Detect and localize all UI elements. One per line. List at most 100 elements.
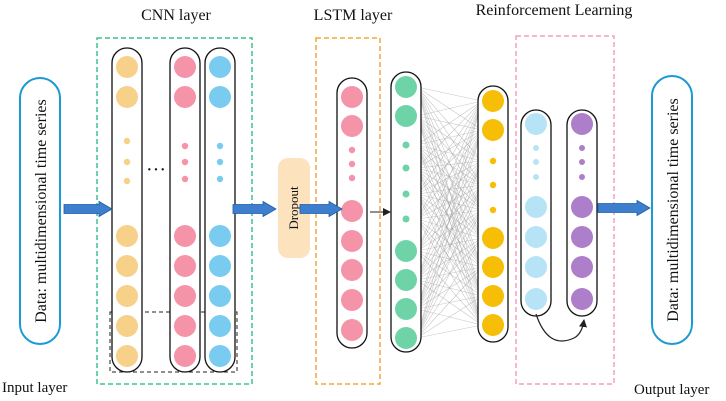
neuron bbox=[209, 345, 231, 367]
neuron bbox=[341, 200, 363, 222]
neuron bbox=[395, 105, 417, 127]
connection-line bbox=[416, 144, 483, 297]
neuron bbox=[395, 298, 417, 320]
lstm-region-box bbox=[315, 37, 381, 385]
neuron-dot bbox=[402, 190, 410, 198]
connection-line bbox=[416, 167, 483, 186]
neuron bbox=[395, 327, 417, 349]
neuron-dot bbox=[533, 159, 539, 165]
neuron bbox=[341, 230, 363, 252]
neuron bbox=[174, 86, 196, 108]
connection-line bbox=[416, 129, 483, 169]
connection-line bbox=[416, 144, 483, 186]
neuron-dot bbox=[402, 215, 410, 223]
neuron-dot bbox=[579, 174, 585, 180]
connection-line bbox=[416, 129, 483, 339]
lstm-layer-title: LSTM layer bbox=[314, 7, 393, 24]
neuron-dot bbox=[579, 159, 585, 165]
neuron-dot bbox=[348, 174, 356, 182]
connection-line bbox=[416, 218, 483, 239]
cnn-column-1 bbox=[111, 47, 143, 373]
neuron bbox=[571, 256, 593, 278]
connection-line bbox=[416, 115, 483, 162]
cnn-column-3 bbox=[204, 47, 236, 373]
connection-line bbox=[416, 100, 483, 146]
rl-to-output-arrow bbox=[597, 199, 651, 217]
neuron bbox=[395, 76, 417, 98]
neuron bbox=[209, 225, 231, 247]
lstm-column bbox=[336, 77, 368, 349]
neuron-dot bbox=[216, 142, 224, 150]
connection-line bbox=[416, 218, 483, 297]
neuron bbox=[116, 86, 138, 108]
neuron-dot bbox=[123, 137, 131, 145]
rl-title: Reinforcement Learning bbox=[476, 2, 633, 19]
neuron bbox=[209, 86, 231, 108]
fully-connected-lines bbox=[416, 86, 483, 339]
connection-line bbox=[416, 115, 483, 239]
connection-line bbox=[416, 193, 483, 239]
neuron bbox=[571, 226, 593, 248]
connection-line bbox=[416, 184, 483, 220]
connection-line bbox=[416, 167, 483, 268]
neuron bbox=[116, 225, 138, 247]
connection-line bbox=[416, 86, 483, 186]
neuron bbox=[525, 288, 547, 310]
connection-line bbox=[416, 167, 483, 326]
connection-line bbox=[416, 100, 483, 117]
connection-line bbox=[416, 167, 483, 239]
neuron bbox=[341, 319, 363, 341]
input-data-box bbox=[19, 77, 61, 345]
cnn-to-dropout-arrow bbox=[232, 200, 277, 218]
connection-line bbox=[416, 184, 483, 195]
neuron bbox=[116, 315, 138, 337]
neuron-dot bbox=[402, 164, 410, 172]
neuron bbox=[482, 314, 504, 336]
connection-line bbox=[416, 144, 483, 239]
dense-column bbox=[390, 71, 422, 353]
neuron-dot bbox=[181, 158, 189, 166]
neuron bbox=[174, 345, 196, 367]
connection-line bbox=[416, 115, 483, 211]
neuron-dot bbox=[402, 141, 410, 149]
neuron bbox=[209, 285, 231, 307]
connection-line bbox=[416, 160, 483, 169]
neuron bbox=[482, 90, 504, 112]
connection-line bbox=[416, 129, 483, 146]
neuron bbox=[482, 256, 504, 278]
neuron-dot bbox=[123, 158, 131, 166]
neuron bbox=[525, 256, 547, 278]
rl-input-column bbox=[477, 85, 509, 343]
connection-line bbox=[416, 184, 483, 339]
neuron bbox=[571, 196, 593, 218]
neuron-dot bbox=[348, 146, 356, 154]
neuron bbox=[116, 285, 138, 307]
neuron-dot bbox=[216, 158, 224, 166]
neuron bbox=[174, 56, 196, 78]
cnn-layer-title: CNN layer bbox=[141, 7, 211, 24]
input-data-label: Data: multidimensional time series bbox=[33, 99, 50, 323]
connection-line bbox=[416, 324, 483, 339]
neuron-dot bbox=[181, 175, 189, 183]
connection-line bbox=[416, 193, 483, 297]
neuron bbox=[116, 345, 138, 367]
neuron bbox=[482, 285, 504, 307]
neuron bbox=[525, 226, 547, 248]
rl-state-column bbox=[520, 109, 552, 317]
neuron-dot bbox=[489, 181, 497, 189]
block-arrows bbox=[63, 199, 651, 218]
output-data-label: Data: multidimensional time series bbox=[665, 98, 682, 322]
connection-line bbox=[416, 160, 483, 195]
connection-line bbox=[416, 100, 483, 281]
neuron bbox=[341, 115, 363, 137]
neuron bbox=[174, 315, 196, 337]
connection-line bbox=[416, 86, 483, 102]
connection-line bbox=[416, 100, 483, 195]
connection-line bbox=[416, 193, 483, 268]
neuron bbox=[525, 113, 547, 135]
neuron-dot bbox=[348, 160, 356, 168]
connection-line bbox=[416, 193, 483, 326]
neuron-dot bbox=[533, 174, 539, 180]
neuron bbox=[571, 288, 593, 310]
neuron-dot bbox=[123, 177, 131, 185]
